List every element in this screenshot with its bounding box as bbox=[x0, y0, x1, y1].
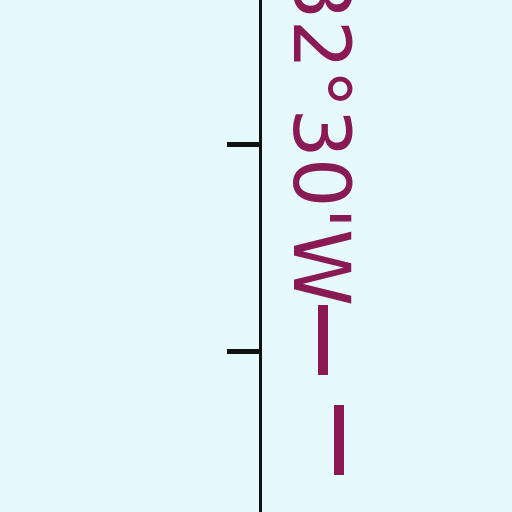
graticule-tick bbox=[227, 349, 261, 354]
boundary-dash bbox=[334, 405, 344, 475]
boundary-dash bbox=[318, 305, 328, 375]
meridian-line bbox=[259, 0, 264, 512]
meridian-label: 32°30'W bbox=[275, 0, 365, 307]
graticule-tick bbox=[227, 142, 261, 147]
